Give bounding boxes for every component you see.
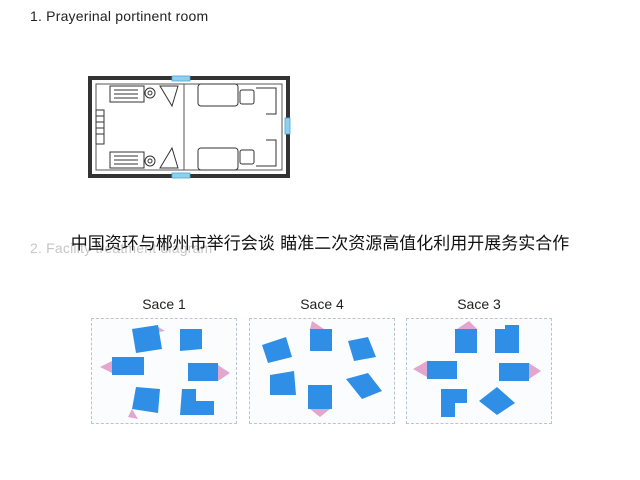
- space-panel-1: [91, 318, 237, 424]
- tab: [457, 321, 477, 329]
- heading-room: 1. Prayerinal portinent room: [30, 8, 209, 24]
- bed-top: [197, 83, 277, 115]
- block: [132, 325, 162, 353]
- overlay-caption: 中国资环与郴州市举行会谈 瞄准二次资源高值化利用开展务实合作: [70, 234, 570, 254]
- window-right: [284, 117, 291, 135]
- block: [180, 329, 202, 351]
- space-title-3: Sace 3: [457, 296, 501, 312]
- tab: [529, 363, 541, 379]
- block: [188, 363, 218, 381]
- tab: [310, 321, 324, 329]
- bed-bottom: [197, 139, 277, 171]
- block: [310, 329, 332, 351]
- space-title-2: Sace 4: [300, 296, 344, 312]
- tab: [100, 361, 112, 373]
- block: [441, 389, 467, 417]
- floor-plan-diagram: [88, 75, 291, 179]
- window-top: [171, 75, 191, 82]
- heading-diagram: 2. Facility treatment diagram: [30, 240, 213, 256]
- block: [495, 325, 519, 353]
- block: [427, 361, 457, 379]
- block: [270, 371, 296, 395]
- bath-unit-top: [109, 85, 179, 108]
- block: [262, 337, 292, 363]
- block: [479, 387, 515, 415]
- block: [180, 389, 214, 415]
- block: [455, 329, 477, 353]
- tab: [218, 365, 230, 381]
- space-panel-2: [249, 318, 395, 424]
- radiator: [95, 109, 105, 145]
- block: [308, 385, 332, 409]
- block: [112, 357, 144, 375]
- space-panel-3: [406, 318, 552, 424]
- tab: [128, 409, 138, 419]
- tab: [310, 409, 330, 417]
- block: [348, 337, 376, 361]
- window-bottom: [171, 172, 191, 179]
- block: [346, 373, 382, 399]
- block: [132, 387, 160, 413]
- space-title-1: Sace 1: [142, 296, 186, 312]
- block: [499, 363, 529, 381]
- room-outer-wall: [88, 76, 290, 178]
- tab: [413, 361, 427, 377]
- bath-unit-bottom: [109, 146, 179, 169]
